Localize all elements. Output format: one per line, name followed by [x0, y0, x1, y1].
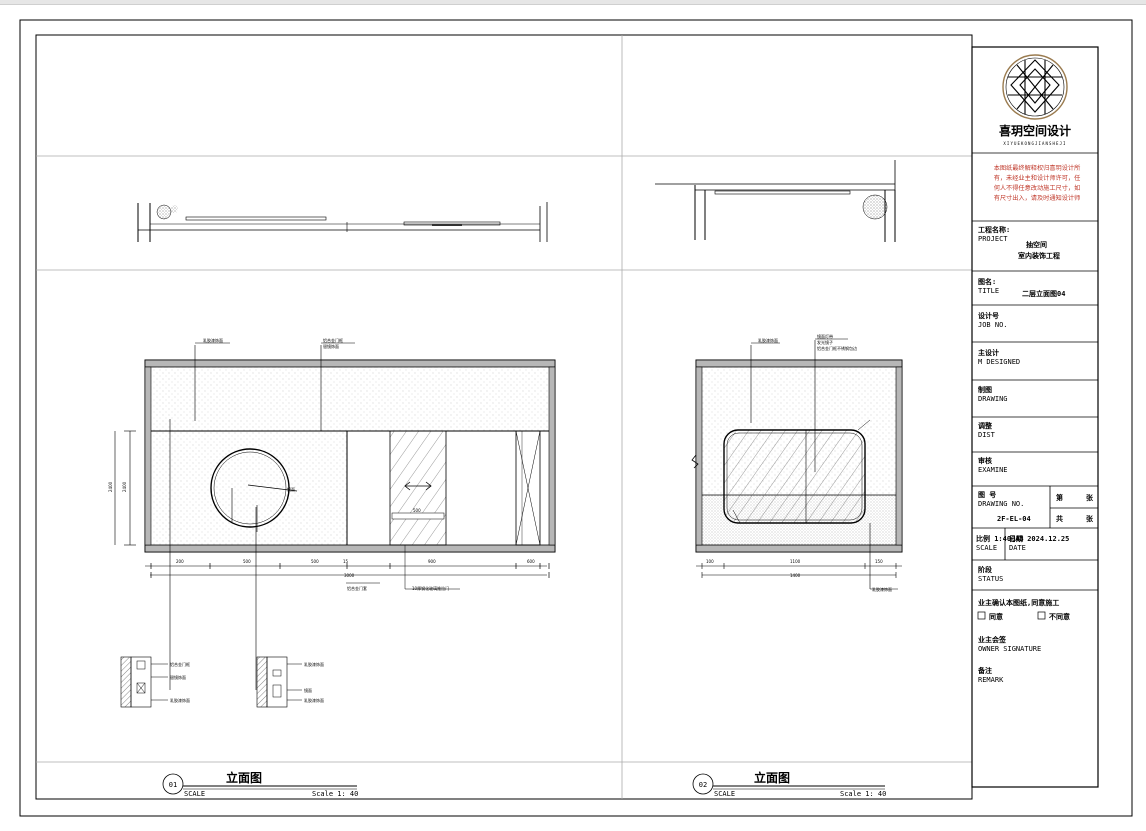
sheet-gong: 共	[1056, 514, 1063, 523]
dist-en: DIST	[978, 431, 996, 439]
view-caption-02	[692, 773, 885, 795]
view-number-02: 02	[699, 781, 707, 789]
plan-strip-right	[655, 160, 896, 242]
svg-text:铝合金门套: 铝合金门套	[347, 585, 367, 591]
view-scale-label-01: SCALE	[184, 790, 205, 798]
project-value-1: 抽空间	[1026, 240, 1047, 249]
notice-line-4: 有尺寸出入，请及时通知设计师	[994, 194, 1081, 202]
drawing-no-en: DRAWING NO.	[978, 500, 1024, 508]
svg-text:100: 100	[706, 559, 714, 564]
svg-text:1100: 1100	[790, 559, 801, 564]
view-scale-value-02: Scale 1: 40	[840, 790, 886, 798]
notice-line-2: 有，未经业主和设计师许可，任	[994, 174, 1081, 182]
title-label-cn: 图名:	[978, 277, 996, 286]
svg-text:乳胶漆饰面: 乳胶漆饰面	[872, 586, 892, 592]
disagree-label: 不同意	[1049, 612, 1070, 621]
job-no-en: JOB NO.	[978, 321, 1008, 329]
scale-cn: 比例 1:40@A3	[976, 534, 1024, 543]
drawing-en: DRAWING	[978, 395, 1008, 403]
date-cn: 日期 2024.12.25	[1009, 534, 1069, 543]
owner-signature-en: OWNER SIGNATURE	[978, 645, 1041, 653]
view-title-01: 立面图	[226, 770, 262, 785]
svg-text:10厚钢化玻璃推拉门: 10厚钢化玻璃推拉门	[412, 585, 449, 591]
sheet-di: 第	[1056, 493, 1063, 502]
drawing-title: 二层立面图04	[1022, 289, 1065, 298]
svg-text:发光镜子: 发光镜子	[817, 339, 833, 345]
title-label-en: TITLE	[978, 287, 999, 295]
examine-en: EXAMINE	[978, 466, 1008, 474]
notice-line-3: 何人不得任意改动施工尺寸，如	[994, 184, 1081, 192]
svg-text:铝合金门框不锈钢包边: 铝合金门框不锈钢包边	[817, 345, 857, 351]
svg-text:500: 500	[413, 508, 421, 513]
agree-checkbox[interactable]	[977, 611, 986, 620]
remark-en: REMARK	[978, 676, 1004, 684]
svg-text:150: 150	[875, 559, 883, 564]
view-number-01: 01	[169, 781, 177, 789]
elevation-01: 乳胶漆饰面 铝合金门框 银镜饰面 镜面 500 铝合金门套 10厚钢化玻璃推拉门	[108, 337, 556, 690]
agree-label: 同意	[989, 612, 1003, 621]
owner-signature-cn: 业主会签	[978, 635, 1007, 644]
project-label-en: PROJECT	[978, 235, 1008, 243]
examine-cn: 审核	[978, 456, 992, 465]
svg-text:镜面: 镜面	[287, 486, 295, 492]
notice-line-1: 本图纸最终解释权归喜玥设计所	[994, 164, 1081, 172]
section-detail-b	[256, 656, 302, 708]
svg-text:乳胶漆饰面: 乳胶漆饰面	[170, 697, 190, 703]
svg-text:银镜饰面: 银镜饰面	[170, 674, 186, 680]
plan-strip-left	[137, 202, 548, 242]
svg-text:1400: 1400	[790, 573, 801, 578]
title-block	[971, 46, 1099, 788]
brand-logo	[1002, 54, 1068, 120]
viewer-top-strip	[0, 0, 1146, 5]
svg-text:2400: 2400	[108, 481, 113, 492]
svg-text:乳胶漆饰面: 乳胶漆饰面	[304, 697, 324, 703]
view-title-02: 立面图	[754, 770, 790, 785]
svg-text:乳胶漆饰面: 乳胶漆饰面	[758, 337, 778, 343]
remark-cn: 备注	[977, 666, 992, 675]
elevation-02: 乳胶漆饰面 镜面灯带 发光镜子 铝合金门框不锈钢包边 乳胶漆饰面 100 110…	[691, 333, 903, 592]
designer-en: M DESIGNED	[978, 358, 1020, 366]
disagree-checkbox[interactable]	[1037, 611, 1046, 620]
status-cn: 阶段	[978, 565, 992, 574]
svg-text:15: 15	[343, 559, 349, 564]
designer-cn: 主设计	[978, 348, 999, 357]
svg-text:500: 500	[311, 559, 319, 564]
panel-grid	[36, 35, 972, 799]
drawing-cn: 制图	[978, 385, 992, 394]
svg-text:镜面灯带: 镜面灯带	[817, 333, 833, 339]
view-scale-label-02: SCALE	[714, 790, 735, 798]
dist-cn: 调整	[978, 421, 992, 430]
drawing-no-value: 2F-EL-04	[997, 515, 1031, 523]
section-detail-a	[120, 656, 168, 708]
svg-text:铝合金门框: 铝合金门框	[323, 337, 343, 343]
scale-en: SCALE	[976, 544, 997, 552]
drawing-no-cn: 图 号	[978, 490, 996, 499]
project-label-cn: 工程名称:	[978, 225, 1010, 234]
svg-text:银镜饰面: 银镜饰面	[323, 343, 339, 349]
sheet-zhang-2: 张	[1086, 514, 1094, 523]
view-caption-01	[162, 773, 357, 795]
svg-text:乳胶漆饰面: 乳胶漆饰面	[203, 337, 223, 343]
svg-text:乳胶漆饰面: 乳胶漆饰面	[304, 661, 324, 667]
project-value-2: 室内装饰工程	[1018, 251, 1060, 260]
svg-text:500: 500	[243, 559, 251, 564]
approve-text: 业主确认本图纸,同意施工	[978, 598, 1059, 607]
svg-text:3000: 3000	[344, 573, 355, 578]
view-scale-value-01: Scale 1: 40	[312, 790, 358, 798]
outer-border	[19, 19, 1133, 817]
sheet-zhang-1: 张	[1086, 493, 1094, 502]
svg-text:铝合金门框: 铝合金门框	[170, 661, 190, 667]
brand-name: 喜玥空间设计	[999, 123, 1071, 138]
svg-text:镜面: 镜面	[304, 687, 312, 693]
svg-text:600: 600	[527, 559, 535, 564]
job-no-cn: 设计号	[978, 311, 999, 320]
date-en: DATE	[1009, 544, 1026, 552]
svg-text:900: 900	[428, 559, 436, 564]
svg-text:2400: 2400	[122, 481, 127, 492]
status-en: STATUS	[978, 575, 1003, 583]
brand-subtitle: XIYUEKONGJIANSHEJI	[1003, 141, 1066, 146]
svg-text:200: 200	[176, 559, 184, 564]
